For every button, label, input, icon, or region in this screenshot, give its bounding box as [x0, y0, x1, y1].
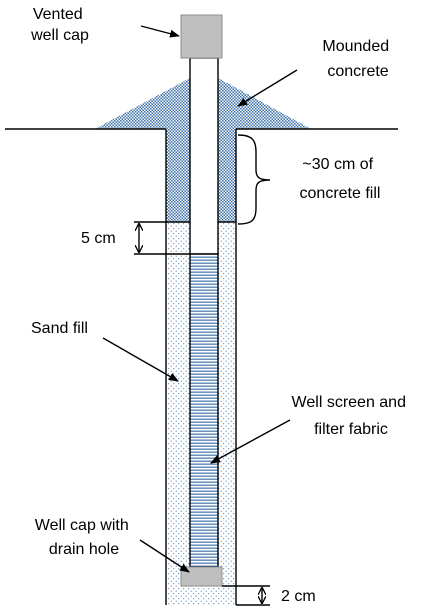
label-mounded-concrete: Mounded concrete [322, 38, 393, 80]
label-5cm: 5 cm [81, 230, 116, 247]
brace-concrete-fill [237, 134, 271, 225]
vented-well-cap [180, 14, 223, 59]
arrow-bottom-cap [139, 539, 190, 573]
arrow-well-screen [210, 419, 291, 464]
label-well-screen: Well screen and filter fabric [292, 394, 411, 438]
label-bottom-cap: Well cap with drain hole [35, 517, 133, 558]
arrow-vented-cap [140, 25, 180, 38]
arrow-sand-fill [102, 337, 179, 382]
label-vented-well-cap: Vented well cap [30, 6, 89, 44]
well-screen [189, 253, 219, 568]
arrow-mounded-concrete [237, 69, 298, 107]
label-sand-fill: Sand fill [31, 320, 88, 337]
label-concrete-fill: ~30 cm of concrete fill [300, 156, 381, 202]
label-2cm: 2 cm [281, 588, 316, 605]
borehole-walls [165, 129, 237, 605]
bottom-well-cap [180, 566, 223, 587]
well-casing [189, 57, 219, 255]
